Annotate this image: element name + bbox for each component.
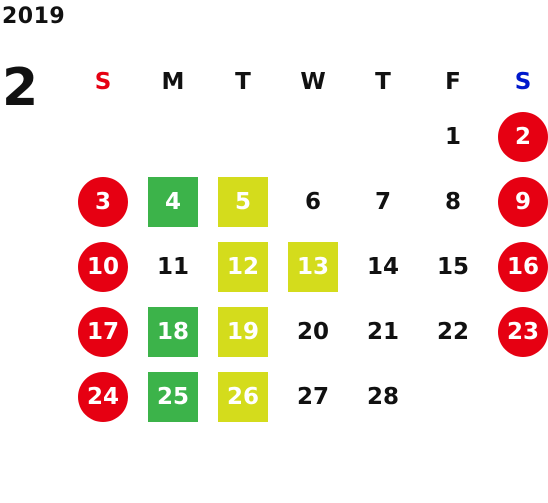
calendar-cell: 11 <box>138 234 208 299</box>
weekday-header-wed: W <box>300 69 326 95</box>
calendar-cell: 3 <box>68 169 138 234</box>
day-28[interactable]: 28 <box>366 383 399 410</box>
month-number: 2 <box>2 58 39 118</box>
calendar-cell: 28 <box>348 364 418 429</box>
calendar-cell: 24 <box>68 364 138 429</box>
calendar-cell: 12 <box>208 234 278 299</box>
calendar-cell <box>278 104 348 169</box>
calendar-cell: 4 <box>138 169 208 234</box>
calendar-cell: 26 <box>208 364 278 429</box>
day-15[interactable]: 15 <box>436 253 469 280</box>
day-9[interactable]: 9 <box>498 176 548 227</box>
calendar-cell: 5 <box>208 169 278 234</box>
calendar-cell: 25 <box>138 364 208 429</box>
calendar-cell <box>348 104 418 169</box>
weekday-header-tue: T <box>235 69 251 95</box>
calendar-cell: 27 <box>278 364 348 429</box>
day-8[interactable]: 8 <box>444 188 461 215</box>
day-25[interactable]: 25 <box>148 371 198 422</box>
day-26[interactable]: 26 <box>218 371 268 422</box>
year-label: 2019 <box>2 4 66 29</box>
calendar-cell <box>488 364 548 429</box>
calendar-cell: 8 <box>418 169 488 234</box>
day-10[interactable]: 10 <box>78 241 128 292</box>
day-16[interactable]: 16 <box>498 241 548 292</box>
calendar-cell: 23 <box>488 299 548 364</box>
day-5[interactable]: 5 <box>218 176 268 227</box>
calendar-cell: 17 <box>68 299 138 364</box>
calendar-cell <box>138 104 208 169</box>
day-1[interactable]: 1 <box>444 123 461 150</box>
day-27[interactable]: 27 <box>296 383 329 410</box>
calendar-cell: 14 <box>348 234 418 299</box>
day-14[interactable]: 14 <box>366 253 399 280</box>
calendar-cell: 9 <box>488 169 548 234</box>
day-13[interactable]: 13 <box>288 241 338 292</box>
day-3[interactable]: 3 <box>78 176 128 227</box>
calendar-cell: 6 <box>278 169 348 234</box>
calendar-cell: 19 <box>208 299 278 364</box>
weekday-header-thu: T <box>375 69 391 95</box>
calendar-cell <box>418 364 488 429</box>
day-4[interactable]: 4 <box>148 176 198 227</box>
day-19[interactable]: 19 <box>218 306 268 357</box>
weekday-header-sat: S <box>514 69 532 95</box>
day-24[interactable]: 24 <box>78 371 128 422</box>
day-6[interactable]: 6 <box>304 188 321 215</box>
day-7[interactable]: 7 <box>374 188 391 215</box>
calendar-cell <box>208 104 278 169</box>
calendar-cell: 2 <box>488 104 548 169</box>
calendar-cell: 22 <box>418 299 488 364</box>
calendar-cell: 13 <box>278 234 348 299</box>
calendar-cell: 18 <box>138 299 208 364</box>
day-11[interactable]: 11 <box>156 253 189 280</box>
calendar-cell: 16 <box>488 234 548 299</box>
day-22[interactable]: 22 <box>436 318 469 345</box>
calendar-cell: 21 <box>348 299 418 364</box>
day-18[interactable]: 18 <box>148 306 198 357</box>
calendar-cell: 1 <box>418 104 488 169</box>
calendar-cell: 10 <box>68 234 138 299</box>
weekday-header-mon: M <box>161 69 185 95</box>
calendar-cell: 15 <box>418 234 488 299</box>
day-17[interactable]: 17 <box>78 306 128 357</box>
day-2[interactable]: 2 <box>498 111 548 162</box>
day-12[interactable]: 12 <box>218 241 268 292</box>
calendar-cell: 20 <box>278 299 348 364</box>
weekday-header-sun: S <box>94 69 112 95</box>
calendar-cell: 7 <box>348 169 418 234</box>
day-23[interactable]: 23 <box>498 306 548 357</box>
day-21[interactable]: 21 <box>366 318 399 345</box>
weekday-header-fri: F <box>445 69 461 95</box>
calendar-cell <box>68 104 138 169</box>
day-20[interactable]: 20 <box>296 318 329 345</box>
